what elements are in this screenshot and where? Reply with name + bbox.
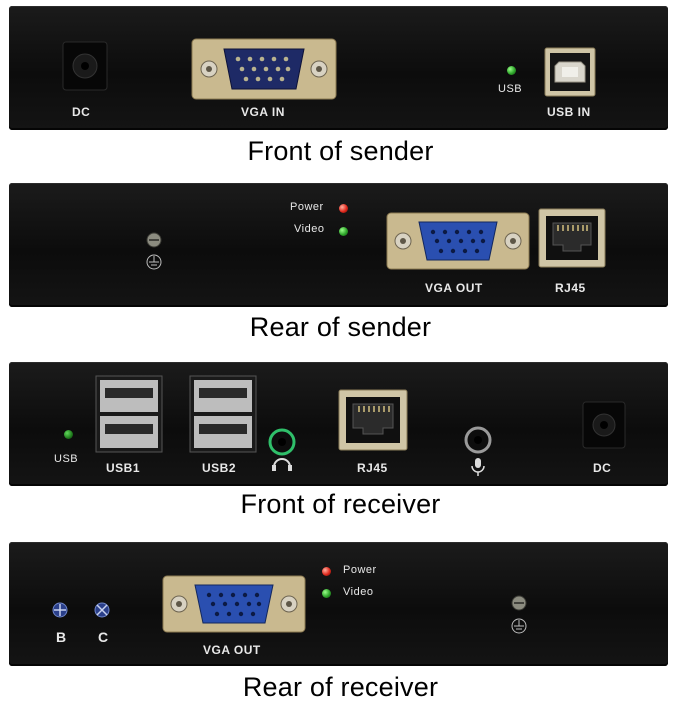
video-led [339,227,348,236]
mic-in-jack-icon [464,426,492,476]
vga-out-label: VGA OUT [203,643,261,657]
usb1-label: USB1 [106,461,141,475]
dip-dial-c-icon [94,602,110,618]
dc-label: DC [72,105,91,119]
usb-in-label: USB IN [547,105,591,119]
ground-screw-icon [511,595,527,634]
video-led-label: Video [294,223,325,235]
usb-led [507,66,516,75]
dc-label: DC [593,461,612,475]
usb2-ports-icon [189,375,257,453]
vga-out-port-icon [162,575,306,633]
rj45-port-icon [538,208,606,268]
rj45-label: RJ45 [357,461,388,475]
rj45-port-icon [338,389,408,451]
dc-power-jack-icon [62,41,108,91]
power-led [322,567,331,576]
rear-of-receiver-caption: Rear of receiver [242,672,439,702]
dial-c-label: C [98,629,109,645]
front-of-sender-panel: DC VGA IN USB USB IN [9,6,668,130]
vga-out-label: VGA OUT [425,281,483,295]
video-led-label: Video [343,586,374,598]
usb-in-port-icon [544,47,596,97]
dial-b-label: B [56,629,67,645]
power-led-label: Power [290,201,324,213]
front-of-receiver-caption: Front of receiver [240,489,441,519]
rj45-label: RJ45 [555,281,586,295]
front-of-receiver-panel: USB USB1 USB2 RJ45 [9,362,668,486]
power-led-label: Power [343,564,377,576]
dip-dial-b-icon [52,602,68,618]
rear-of-sender-panel: Power Video VGA OUT RJ45 [9,183,668,307]
audio-out-jack-icon [268,428,296,471]
usb-led-label: USB [498,83,523,95]
ground-screw-icon [146,232,162,270]
dc-power-jack-icon [582,401,626,449]
rear-of-receiver-panel: B C VGA OUT Power Video [9,542,668,666]
video-led [322,589,331,598]
usb2-label: USB2 [202,461,237,475]
usb1-ports-icon [95,375,163,453]
front-of-sender-caption: Front of sender [247,136,434,166]
usb-led [64,430,73,439]
vga-in-port-icon [191,38,337,100]
vga-in-label: VGA IN [241,105,285,119]
usb-led-label: USB [54,453,79,465]
vga-out-port-icon [386,212,530,270]
power-led [339,204,348,213]
rear-of-sender-caption: Rear of sender [249,312,432,342]
